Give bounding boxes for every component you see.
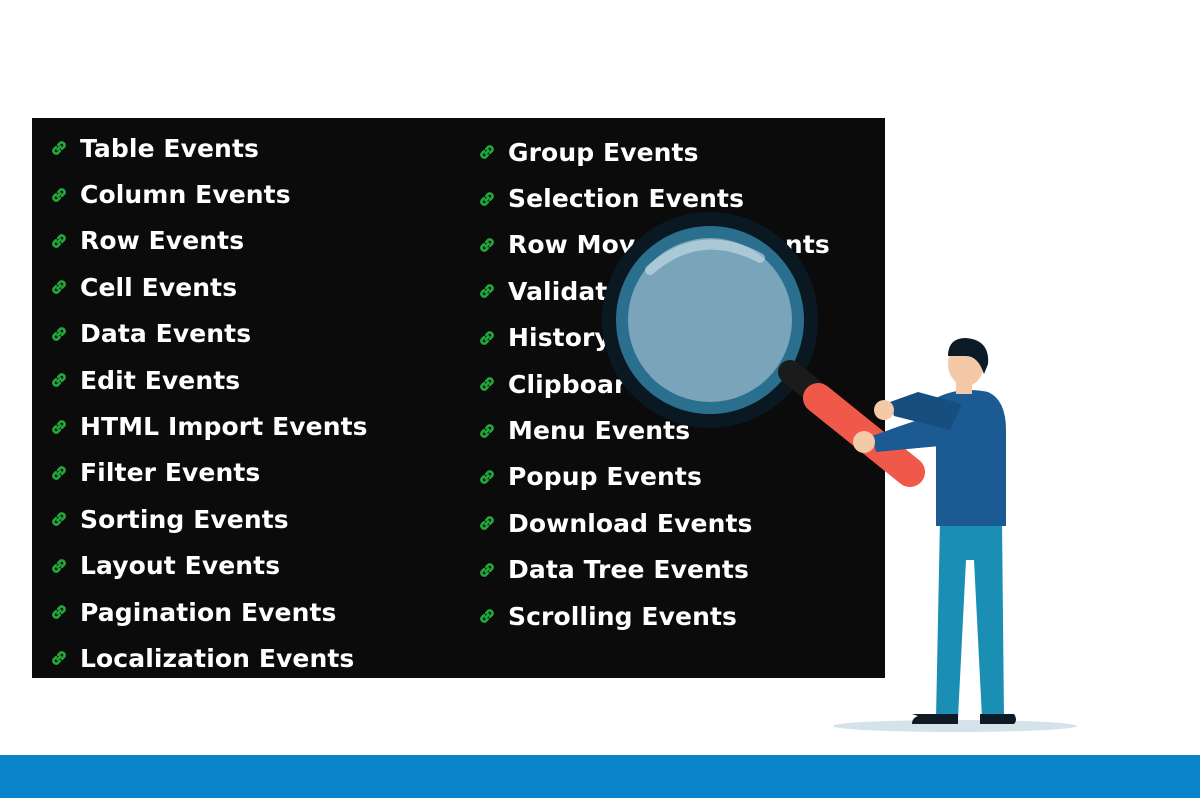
link-icon	[478, 422, 496, 440]
link-icon	[478, 514, 496, 532]
left-shoe	[912, 714, 958, 724]
event-link-label: Filter Events	[80, 458, 261, 488]
events-list-panel: Table Events Column Events Row Events Ce…	[32, 118, 885, 678]
link-icon	[478, 143, 496, 161]
pants	[936, 520, 1004, 718]
left-arm	[890, 392, 962, 430]
link-icon	[50, 278, 68, 296]
event-link-column[interactable]: Column Events	[50, 171, 368, 217]
face	[948, 342, 984, 386]
event-link-row[interactable]: Row Events	[50, 218, 368, 264]
link-icon	[50, 649, 68, 667]
event-link-label: Validation Events	[508, 276, 756, 306]
event-link-clipboard[interactable]: Clipboard Events	[478, 361, 830, 407]
event-link-label: Data Tree Events	[508, 555, 749, 585]
hair	[948, 338, 989, 374]
event-link-label: History Events	[508, 323, 716, 353]
event-link-layout[interactable]: Layout Events	[50, 543, 368, 589]
link-icon	[478, 375, 496, 393]
link-icon	[50, 557, 68, 575]
event-link-label: Clipboard Events	[508, 369, 749, 399]
event-link-label: Table Events	[80, 133, 259, 163]
event-link-history[interactable]: History Events	[478, 315, 830, 361]
neck	[956, 374, 972, 394]
event-link-label: Layout Events	[80, 551, 281, 581]
link-icon	[478, 329, 496, 347]
event-link-label: Row Events	[80, 226, 245, 256]
event-link-label: Row Movement Events	[508, 230, 830, 260]
event-link-edit[interactable]: Edit Events	[50, 357, 368, 403]
link-icon	[50, 232, 68, 250]
event-link-localization[interactable]: Localization Events	[50, 635, 368, 681]
link-icon	[478, 561, 496, 579]
event-link-row-movement[interactable]: Row Movement Events	[478, 222, 830, 268]
event-link-label: Menu Events	[508, 416, 691, 446]
event-link-label: Edit Events	[80, 365, 241, 395]
link-icon	[50, 371, 68, 389]
event-link-label: Popup Events	[508, 462, 702, 492]
event-link-label: Download Events	[508, 508, 753, 538]
event-link-menu[interactable]: Menu Events	[478, 407, 830, 453]
link-icon	[50, 325, 68, 343]
link-icon	[478, 190, 496, 208]
event-link-label: Cell Events	[80, 272, 238, 302]
event-link-cell[interactable]: Cell Events	[50, 264, 368, 310]
event-link-group[interactable]: Group Events	[478, 129, 830, 175]
event-link-label: Pagination Events	[80, 597, 337, 627]
events-list-left-column: Table Events Column Events Row Events Ce…	[50, 125, 368, 682]
event-link-data-tree[interactable]: Data Tree Events	[478, 547, 830, 593]
link-icon	[478, 236, 496, 254]
event-link-label: Scrolling Events	[508, 601, 737, 631]
event-link-label: Data Events	[80, 319, 252, 349]
bottom-bar	[0, 755, 1200, 798]
link-icon	[50, 418, 68, 436]
event-link-label: Column Events	[80, 180, 291, 210]
link-icon	[50, 186, 68, 204]
event-link-label: Sorting Events	[80, 504, 289, 534]
link-icon	[478, 468, 496, 486]
event-link-validation[interactable]: Validation Events	[478, 268, 830, 314]
event-link-label: Selection Events	[508, 184, 745, 214]
event-link-data[interactable]: Data Events	[50, 311, 368, 357]
event-link-table[interactable]: Table Events	[50, 125, 368, 171]
link-icon	[50, 464, 68, 482]
right-shoe	[980, 714, 1016, 724]
link-icon	[50, 510, 68, 528]
event-link-selection[interactable]: Selection Events	[478, 175, 830, 221]
ground-shadow	[833, 720, 1077, 732]
link-icon	[478, 282, 496, 300]
link-icon	[50, 139, 68, 157]
event-link-label: HTML Import Events	[80, 412, 368, 442]
shirt	[936, 390, 1006, 526]
event-link-pagination[interactable]: Pagination Events	[50, 589, 368, 635]
event-link-popup[interactable]: Popup Events	[478, 454, 830, 500]
event-link-scrolling[interactable]: Scrolling Events	[478, 593, 830, 639]
event-link-download[interactable]: Download Events	[478, 500, 830, 546]
event-link-sorting[interactable]: Sorting Events	[50, 496, 368, 542]
event-link-label: Group Events	[508, 137, 699, 167]
event-link-html-import[interactable]: HTML Import Events	[50, 403, 368, 449]
event-link-filter[interactable]: Filter Events	[50, 450, 368, 496]
event-link-label: Localization Events	[80, 643, 355, 673]
events-list-right-column: Group Events Selection Events Row Moveme…	[478, 129, 830, 639]
link-icon	[478, 607, 496, 625]
link-icon	[50, 603, 68, 621]
